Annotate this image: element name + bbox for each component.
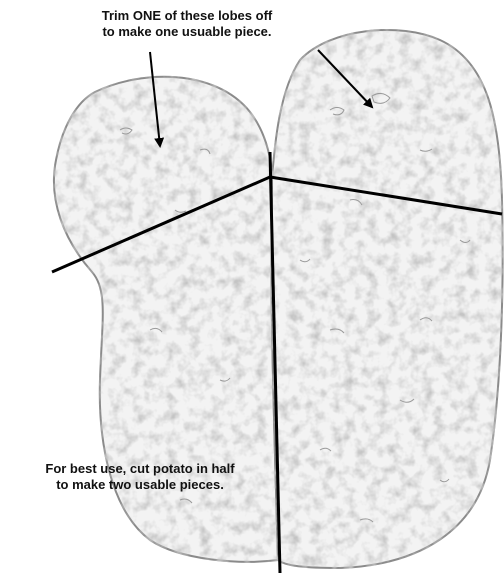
trim-lobe-note: Trim ONE of these lobes off to make one … xyxy=(52,8,322,40)
potato-right-half xyxy=(271,30,502,568)
trim-note-line-1: Trim ONE of these lobes off xyxy=(52,8,322,24)
trim-note-line-2: to make one usuable piece. xyxy=(52,24,322,40)
half-note-line-2: to make two usable pieces. xyxy=(0,477,280,493)
half-note-line-1: For best use, cut potato in half xyxy=(0,461,280,477)
cut-in-half-note: For best use, cut potato in half to make… xyxy=(0,461,280,493)
